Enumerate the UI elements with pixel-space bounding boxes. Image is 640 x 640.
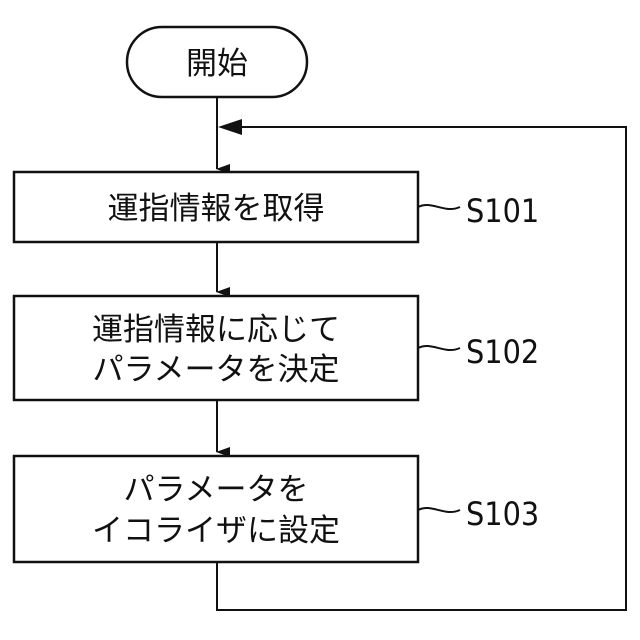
loop-back-arrowhead <box>218 119 242 135</box>
step-s102: 運指情報に応じて パラメータを決定 S102 <box>14 296 539 400</box>
step-s101-id: S101 <box>466 192 539 230</box>
step-s103-text-line1: パラメータを <box>123 472 308 508</box>
step-s103-id: S103 <box>466 495 539 533</box>
step-s103: パラメータを イコライザに設定 S103 <box>14 456 539 562</box>
step-s102-leader <box>418 346 460 350</box>
step-s102-text-line2: パラメータを決定 <box>92 352 339 388</box>
step-s101: 運指情報を取得 S101 <box>14 172 539 242</box>
step-s103-text-line2: イコライザに設定 <box>92 513 340 549</box>
step-s102-text-line1: 運指情報に応じて <box>92 312 340 348</box>
start-label: 開始 <box>186 46 248 82</box>
step-s102-id: S102 <box>466 333 539 371</box>
step-s103-leader <box>418 508 460 512</box>
step-s101-text: 運指情報を取得 <box>108 191 325 227</box>
start-terminator: 開始 <box>127 27 307 97</box>
step-s101-leader <box>418 205 460 209</box>
